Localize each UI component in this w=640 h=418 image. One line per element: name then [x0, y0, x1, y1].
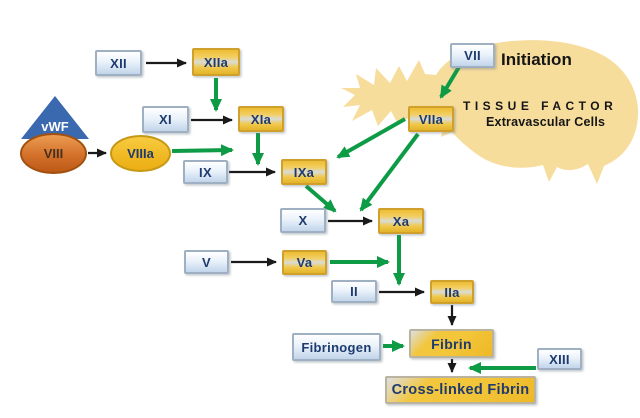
node-xiii: XIII	[537, 348, 582, 370]
initiation-label: Initiation	[501, 50, 572, 69]
node-iia: IIa	[430, 280, 474, 304]
node-viia: VIIa	[408, 106, 454, 132]
arrow-ixa-xjunction	[304, 184, 337, 213]
node-xa: Xa	[378, 208, 424, 234]
node-v: V	[184, 250, 229, 274]
tissue-factor-label: TISSUE FACTOR	[463, 99, 618, 113]
vwf-label: vWF	[41, 119, 69, 134]
node-va: Va	[282, 250, 327, 275]
node-xiia: XIIa	[192, 48, 240, 76]
node-xii: XII	[95, 50, 142, 76]
node-vii: VII	[450, 43, 495, 68]
node-fibrin: Fibrin	[409, 329, 494, 358]
tissue-factor-blob	[341, 40, 639, 185]
node-ii: II	[331, 280, 377, 303]
extravascular-cells-label: Extravascular Cells	[486, 115, 606, 129]
node-viii: VIII	[20, 133, 87, 174]
node-fibrinogen: Fibrinogen	[292, 333, 381, 361]
node-viiia: VIIIa	[110, 135, 171, 172]
node-ixa: IXa	[281, 159, 327, 185]
vwf-triangle	[21, 96, 89, 139]
arrow-vii-viia	[439, 65, 461, 99]
node-cross-linked-fibrin: Cross-linked Fibrin	[385, 376, 536, 404]
node-ix: IX	[183, 160, 228, 184]
arrow-viiia-right	[171, 144, 234, 157]
node-x: X	[280, 208, 326, 233]
arrow-viia-ixa	[336, 117, 406, 159]
arrow-viia-xjunction	[359, 132, 420, 212]
node-xia: XIa	[238, 106, 284, 132]
node-xi: XI	[142, 106, 189, 133]
